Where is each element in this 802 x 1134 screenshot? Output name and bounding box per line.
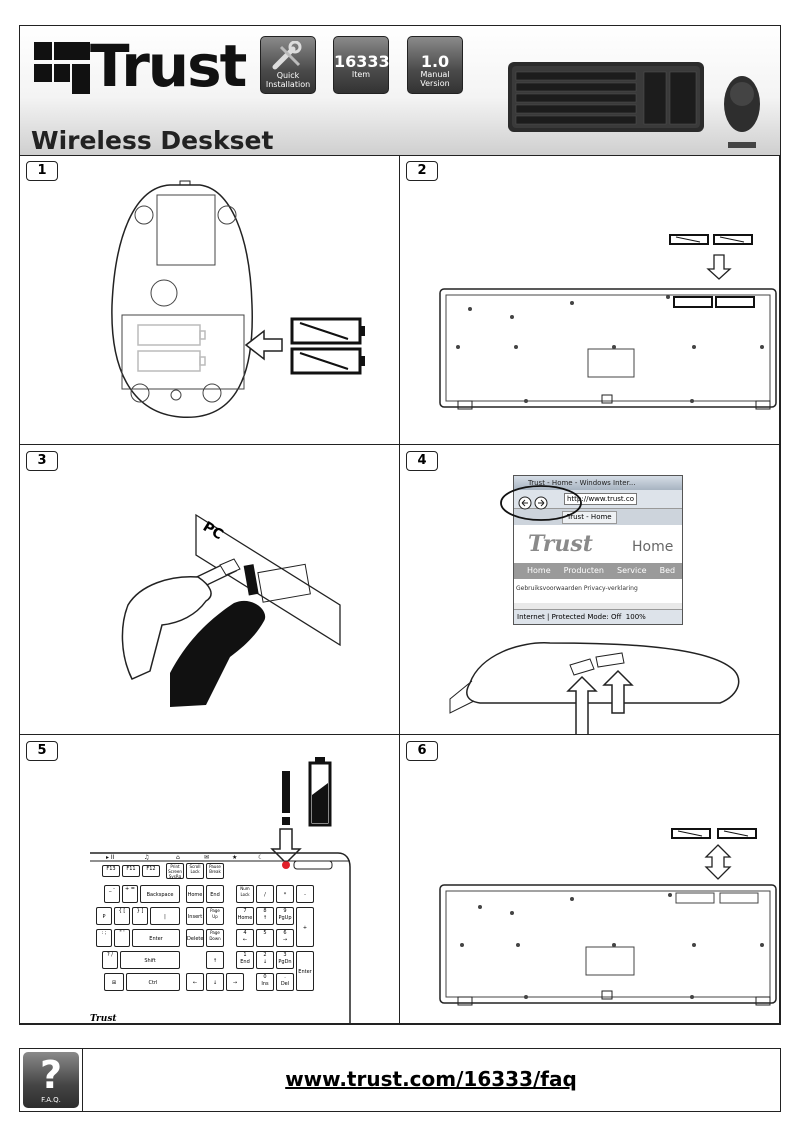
product-keyboard-mouse-image [508,62,760,148]
svg-text:⌂: ⌂ [176,854,180,861]
svg-text:♫: ♫ [144,854,149,861]
faq-url-link[interactable]: www.trust.com/16333/faq [285,1067,577,1091]
keyboard-battery-replacement-illustration [439,828,777,1006]
keyboard-low-battery-illustration: ▸ II ♫ ⌂ ✉ ★ ☾ Trust [90,757,351,1024]
step-5-panel: 5 ▸ II♫⌂ ✉★☾ Trust F13 F11 F12 Print Scr… [20,735,400,1024]
step-number: 6 [406,741,438,761]
step-number: 2 [406,161,438,181]
step-number: 3 [26,451,58,471]
usb-receiver-insertion-illustration: PC [121,513,341,707]
faq-question-mark-icon: ? F.A.Q. [23,1052,79,1108]
browser-address-bar: http://www.trust.co [514,490,682,509]
brand-wordmark: Trust [90,32,247,100]
keyboard-battery-insertion-illustration [439,234,777,410]
svg-text:✉: ✉ [204,854,209,861]
faq-footer: ? F.A.Q. www.trust.com/16333/faq [19,1048,781,1112]
steps-grid: 1 [20,155,780,1024]
step-number: 5 [26,741,58,761]
browser-tab-bar: Trust - Home [514,509,682,525]
trust-logo: Trust [32,32,262,100]
step-number: 4 [406,451,438,471]
browser-page-logo: Trust [528,531,593,557]
step-1-panel: 1 [20,155,400,445]
step-6-panel: 6 [400,735,780,1024]
item-number-badge: 16333 Item [333,36,390,94]
mouse-battery-insertion-illustration [111,180,365,418]
svg-text:★: ★ [232,854,237,861]
manual-version-badge: 1.0 Manual Version [407,36,463,94]
footer-divider [82,1049,83,1111]
svg-text:▸ II: ▸ II [106,854,115,861]
wrench-screwdriver-icon [272,41,302,70]
browser-title-bar: Trust - Home - Windows Inter... [514,476,682,490]
step-4-panel: 4 Trust - Home - Windows Inter... http:/… [400,445,780,735]
keyboard-brand-label: Trust [90,1014,117,1024]
browser-screenshot: Trust - Home - Windows Inter... http://w… [513,475,683,625]
page-frame [19,25,781,1025]
browser-page-heading: Home [632,539,674,555]
trust-logo-mark-icon [34,42,90,94]
step-2-panel: 2 [400,155,780,445]
browser-page-links: Gebruiksvoorwaarden Privacy-verklaring [516,585,638,592]
step-3-panel: 3 PC [20,445,400,735]
step-number: 1 [26,161,58,181]
svg-text:☾: ☾ [258,854,263,861]
browser-status-bar: Internet | Protected Mode: Off 100% [514,609,682,624]
product-title: Wireless Deskset [31,126,274,155]
